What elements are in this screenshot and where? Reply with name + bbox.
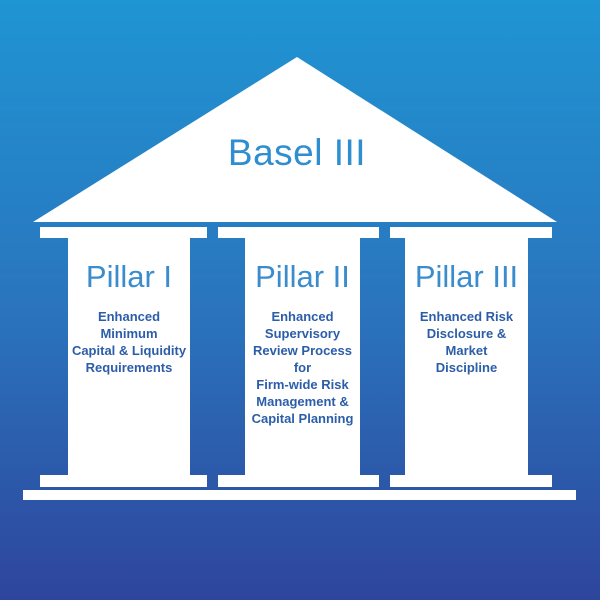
pillar-3-description: Enhanced Risk Disclosure & Market Discip… (419, 309, 514, 375)
pillar-2-title: Pillar II (255, 259, 350, 294)
capital-slab-2 (218, 227, 379, 238)
pillar-2-base (218, 475, 379, 487)
capital-slab-1 (40, 227, 207, 238)
pillar-3-shaft: Pillar III Enhanced Risk Disclosure & Ma… (405, 238, 528, 475)
capital-slab-3 (390, 227, 552, 238)
pillar-1-base (40, 475, 207, 487)
diagram-title: Basel III (227, 132, 367, 173)
pillar-3-base (390, 475, 552, 487)
pillar-1-title: Pillar I (85, 259, 173, 294)
pillar-3-title: Pillar III (414, 259, 519, 294)
pillar-1-description: Enhanced Minimum Capital & Liquidity Req… (71, 309, 187, 375)
pillar-2-description: Enhanced Supervisory Review Process for … (251, 309, 354, 426)
pillar-2-shaft: Pillar II Enhanced Supervisory Review Pr… (245, 238, 360, 475)
temple-floor (23, 490, 576, 500)
pillar-1-shaft: Pillar I Enhanced Minimum Capital & Liqu… (68, 238, 190, 475)
